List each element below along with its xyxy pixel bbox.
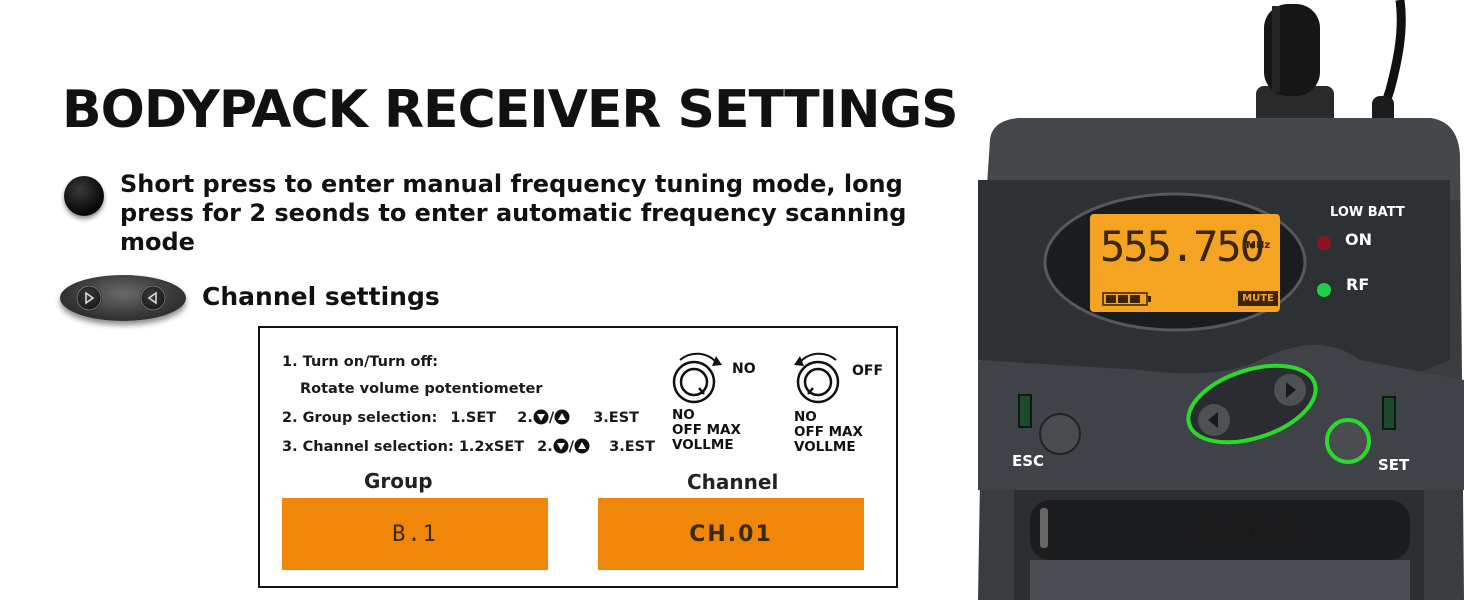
- low-batt-label: LOW BATT: [1330, 205, 1405, 220]
- battery-level-icon: [1102, 292, 1152, 306]
- channel-settings-label: Channel settings: [202, 282, 440, 311]
- group-lcd: B.1: [282, 498, 548, 570]
- set-button-icon: [64, 176, 104, 216]
- knob-on-caption-1: NO: [672, 407, 695, 423]
- step2-c: 3.EST: [593, 410, 640, 426]
- step2-label: 2. Group selection:: [282, 410, 438, 426]
- settings-panel: 1. Turn on/Turn off: Rotate volume poten…: [258, 326, 898, 588]
- knob-on-caption-2: OFF MAX: [672, 422, 741, 438]
- group-value: B.1: [392, 521, 438, 547]
- knob-off-caption-3: VOLLME: [794, 439, 856, 455]
- esc-label: ESC: [1012, 452, 1045, 470]
- knob-rotate-on-icon: [666, 350, 726, 406]
- page-title: BODYPACK RECEIVER SETTINGS: [62, 80, 959, 140]
- rf-label: RF: [1346, 275, 1370, 294]
- up-arrow-icon: [574, 438, 590, 454]
- knob-off-caption-1: NO: [794, 409, 817, 425]
- bodypack-receiver-device: [960, 0, 1464, 600]
- mute-indicator: MUTE: [1238, 291, 1278, 306]
- step3-a: 1.2xSET: [458, 439, 525, 455]
- down-arrow-icon: [553, 438, 569, 454]
- knob-off-caption-2: OFF MAX: [794, 424, 863, 440]
- step3-label: 3. Channel selection:: [282, 439, 454, 455]
- up-arrow-icon: [554, 409, 570, 425]
- step3-b: 2.: [537, 439, 553, 455]
- channel-title: Channel: [687, 470, 779, 494]
- step1-detail: Rotate volume potentiometer: [300, 381, 543, 397]
- arrow-buttons-icon: [60, 275, 186, 321]
- down-arrow-icon: [533, 409, 549, 425]
- on-label: ON: [1345, 230, 1372, 249]
- battery-compartment-label: ⊕0 UM-3 1⊖: [1192, 520, 1306, 540]
- channel-value: CH.01: [689, 521, 773, 547]
- knob-off-word: OFF: [852, 363, 884, 379]
- group-title: Group: [364, 469, 433, 493]
- device-frequency: 555.750: [1100, 222, 1265, 271]
- knob-on-word: NO: [732, 361, 756, 377]
- step3-row: 3. Channel selection: 1.2xSET 2. / 3.EST: [282, 438, 655, 455]
- set-label: SET: [1378, 456, 1410, 474]
- device-unit: MHz: [1246, 240, 1271, 251]
- channel-lcd: CH.01: [598, 498, 864, 570]
- play-right-icon: [76, 285, 102, 311]
- set-button-description: Short press to enter manual frequency tu…: [120, 170, 907, 256]
- play-left-icon: [140, 285, 166, 311]
- step2-a: 1.SET: [450, 410, 497, 426]
- step1-title: 1. Turn on/Turn off:: [282, 354, 439, 370]
- knob-rotate-off-icon: [790, 350, 850, 406]
- step2-row: 2. Group selection: 1.SET 2. / 3.EST: [282, 409, 639, 426]
- step2-slash: /: [548, 410, 555, 426]
- step3-c: 3.EST: [609, 439, 655, 455]
- step3-slash: /: [568, 439, 575, 455]
- step2-b: 2.: [517, 410, 533, 426]
- knob-on-caption-3: VOLLME: [672, 437, 734, 453]
